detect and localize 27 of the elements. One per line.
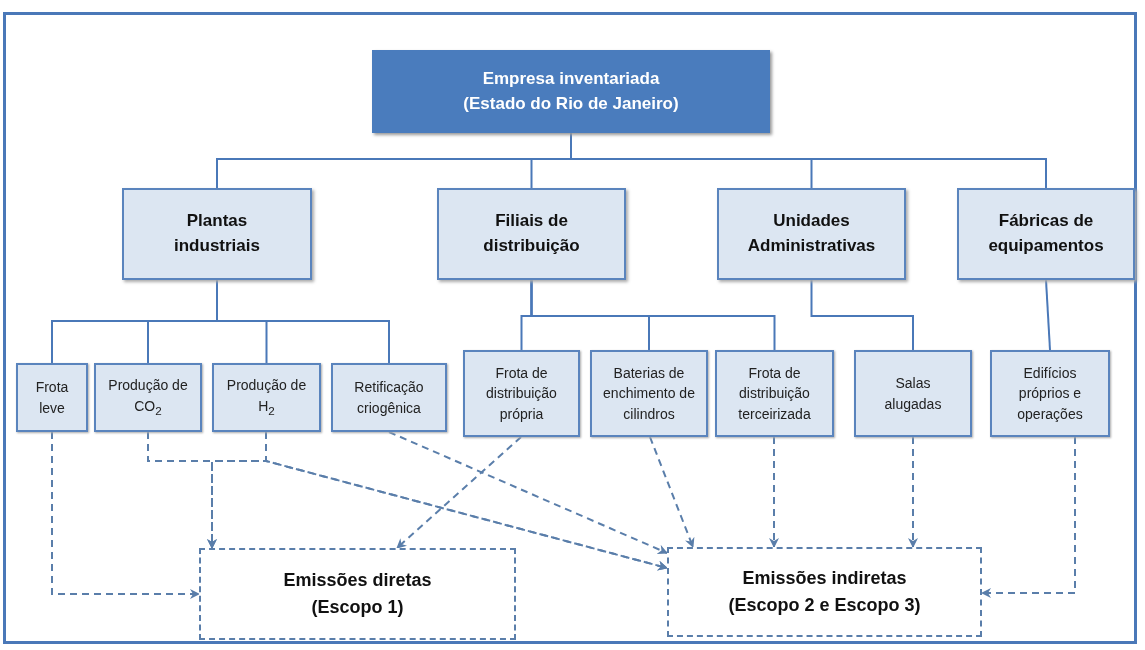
dashed-arrow <box>769 436 779 548</box>
dashed-arrow <box>51 431 200 599</box>
category-box: Fábricas de equipamentos <box>957 188 1135 280</box>
emission-box: Emissões indiretas (Escopo 2 e Escopo 3) <box>667 547 982 637</box>
item-box: Produção de H$_{2}$ <box>212 363 321 432</box>
root-box: Empresa inventariada (Estado do Rio de Janeiro) <box>372 50 770 133</box>
dashed-arrow <box>908 436 918 548</box>
connector-line <box>1045 279 1051 351</box>
item-box: Salas alugadas <box>854 350 972 437</box>
category-box: Plantas industriais <box>122 188 312 280</box>
dashed-arrow <box>649 436 695 548</box>
category-box: Filiais de distribuição <box>437 188 626 280</box>
item-box: Retificação criogênica <box>331 363 447 432</box>
item-box: Baterias de enchimento de cilindros <box>590 350 708 437</box>
connector-line <box>530 279 776 351</box>
dashed-arrow <box>396 436 522 549</box>
dashed-arrow <box>388 431 668 554</box>
item-box: Edifícios próprios e operações <box>990 350 1110 437</box>
item-box: Frota de distribuição própria <box>463 350 580 437</box>
item-box: Produção de CO$_{2}$ <box>94 363 202 432</box>
item-box: Frota de distribuição terceirizada <box>715 350 834 437</box>
connector-line <box>810 279 914 351</box>
connector-line <box>216 279 390 364</box>
emission-box: Emissões diretas (Escopo 1) <box>199 548 516 640</box>
category-box: Unidades Administrativas <box>717 188 906 280</box>
dashed-arrow <box>981 436 1076 598</box>
item-box: Frota leve <box>16 363 88 432</box>
